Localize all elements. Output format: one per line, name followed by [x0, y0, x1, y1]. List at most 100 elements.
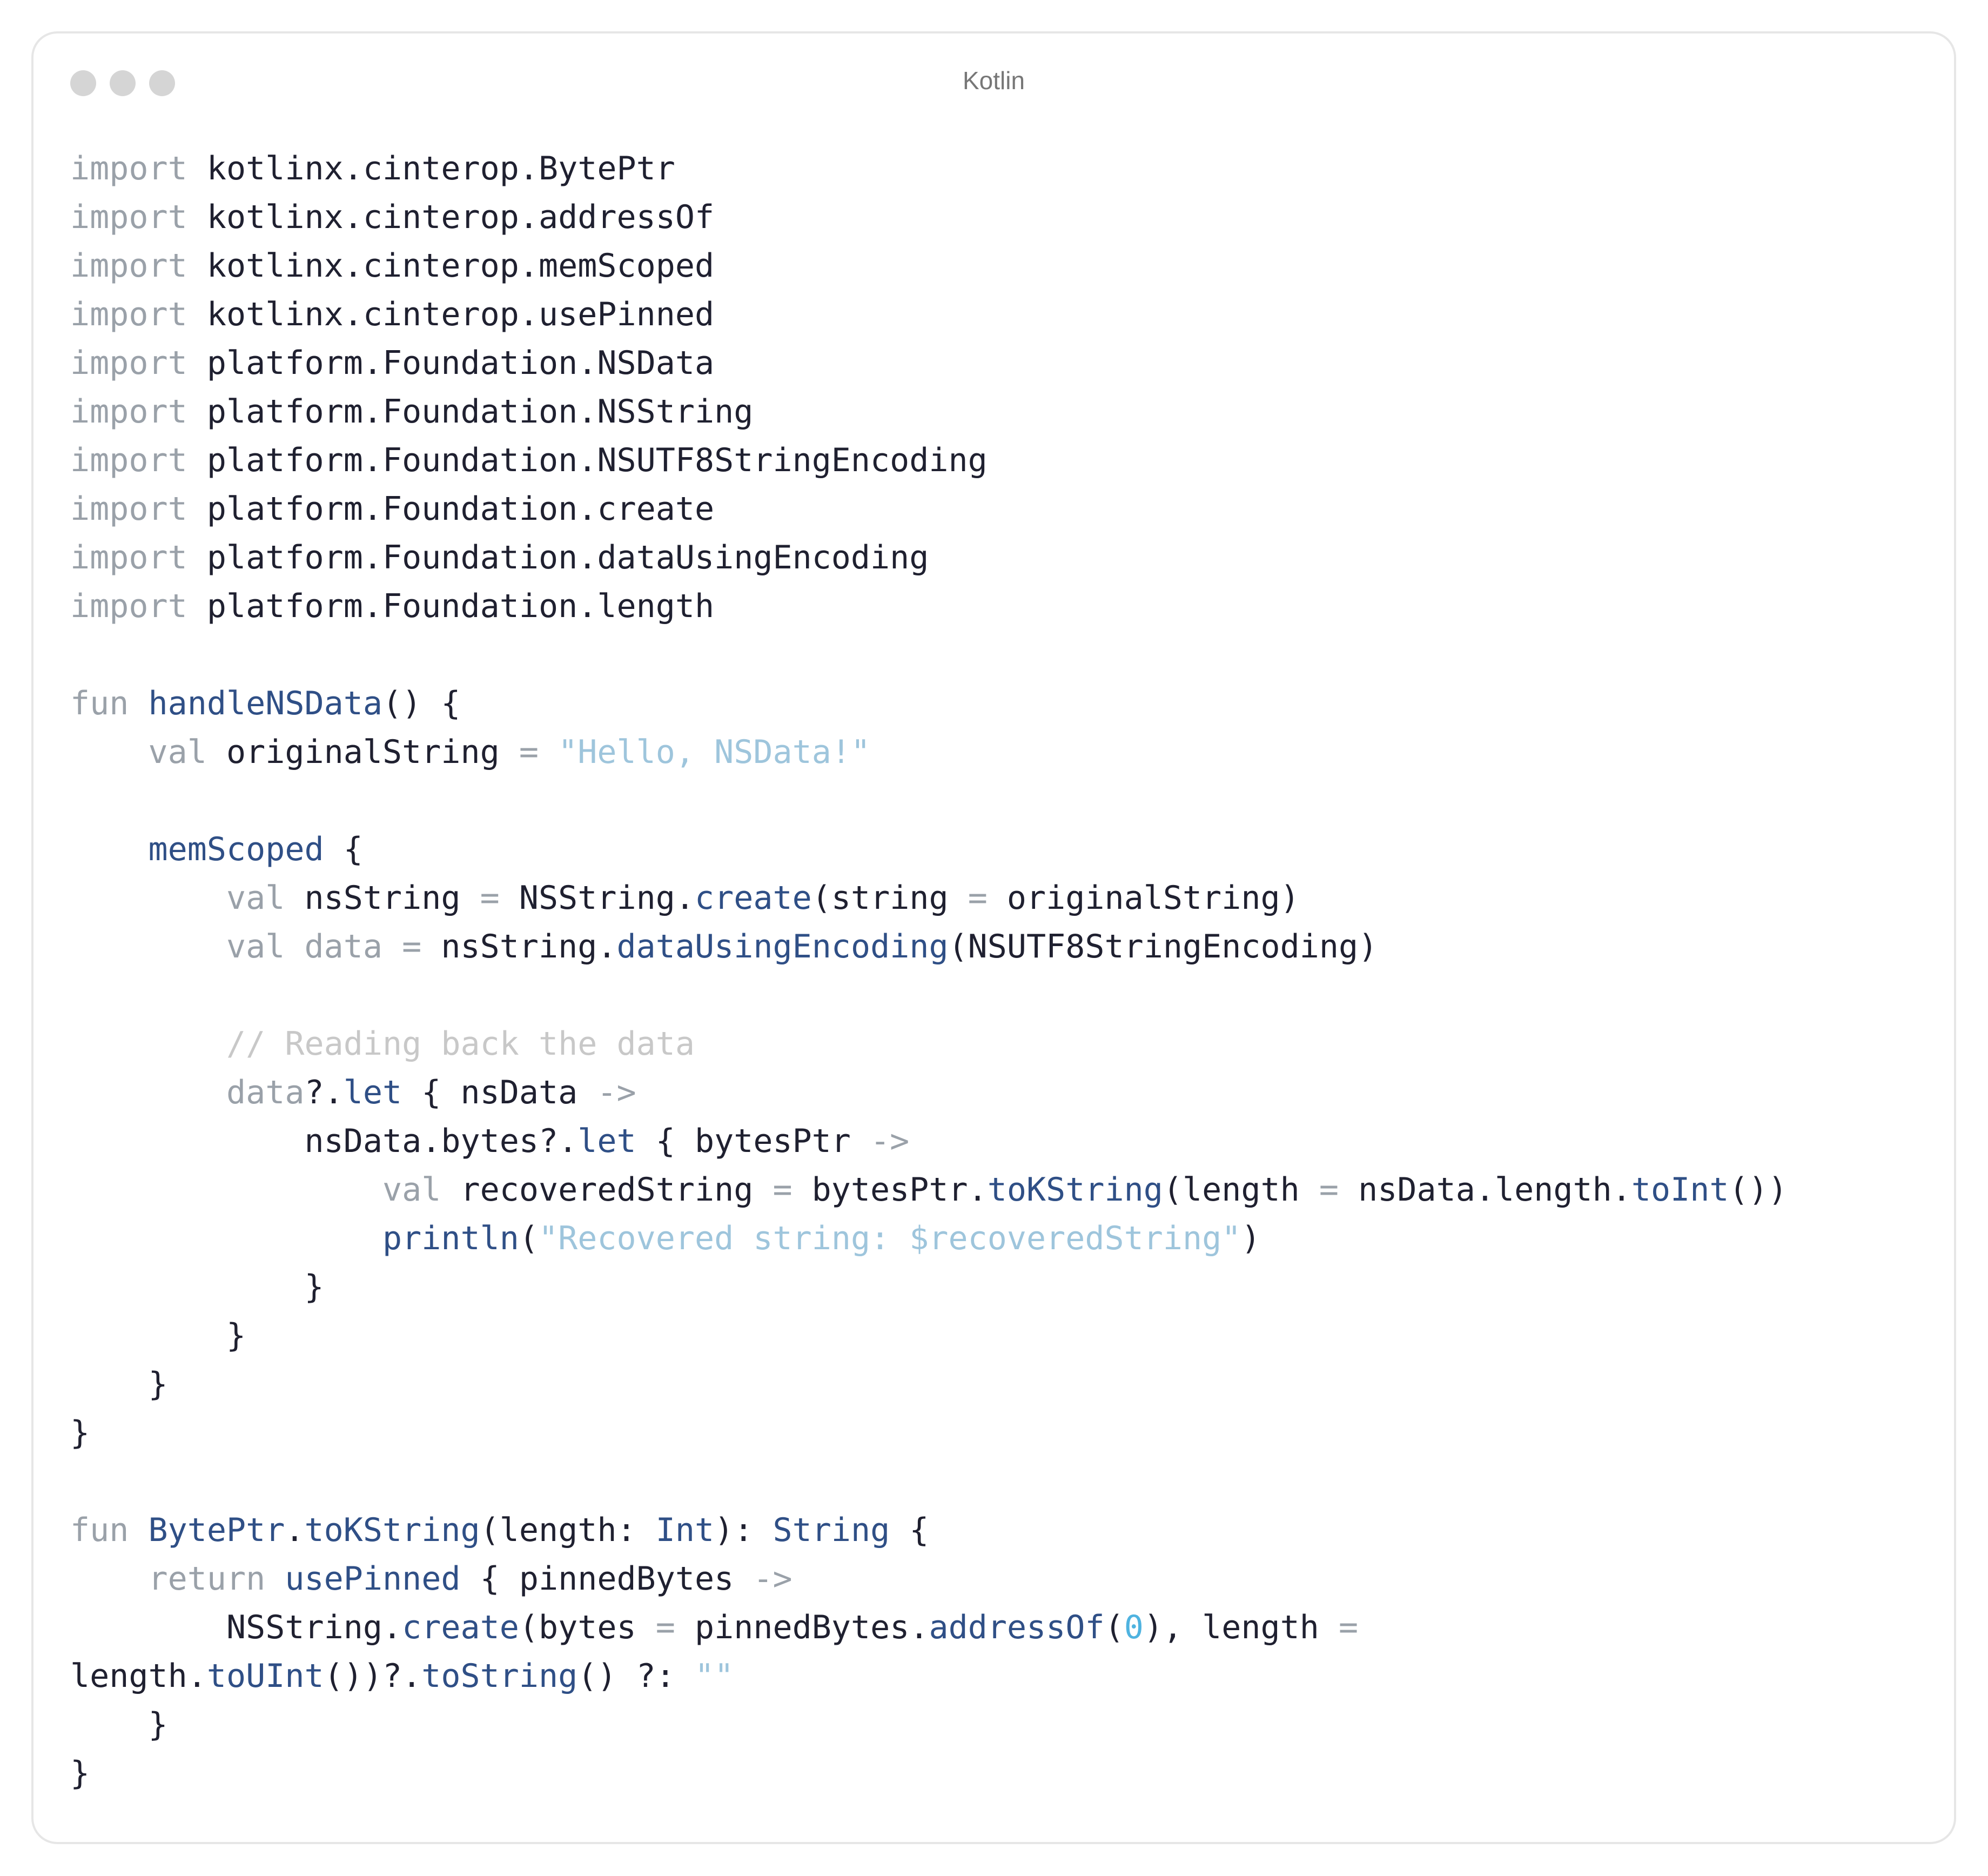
close-dot-icon[interactable] [70, 70, 96, 96]
code-token [265, 1560, 285, 1598]
code-token: import [70, 393, 187, 431]
code-line [70, 631, 1788, 679]
code-token: NSString. [70, 1609, 402, 1646]
code-line: import platform.Foundation.dataUsingEnco… [70, 533, 1788, 582]
code-line [70, 971, 1788, 1020]
code-token: = [1319, 1171, 1339, 1209]
code-line: import kotlinx.cinterop.addressOf [70, 193, 1788, 242]
code-line: val data = nsString.dataUsingEncoding(NS… [70, 922, 1788, 971]
code-token: toKString [987, 1171, 1163, 1209]
zoom-dot-icon[interactable] [149, 70, 175, 96]
code-token: create [402, 1609, 519, 1646]
code-token: platform.Foundation.NSString [187, 393, 754, 431]
code-token [70, 830, 149, 868]
code-line: import platform.Foundation.length [70, 582, 1788, 631]
code-line: } [70, 1263, 1788, 1311]
code-line: import kotlinx.cinterop.BytePtr [70, 144, 1788, 193]
code-token [285, 928, 304, 966]
code-token: import [70, 539, 187, 577]
code-token: (NSUTF8StringEncoding) [948, 928, 1378, 966]
code-token: kotlinx.cinterop.addressOf [187, 198, 715, 236]
code-line: memScoped { [70, 825, 1788, 874]
code-token: } [70, 1268, 324, 1306]
code-line: fun BytePtr.toKString(length: Int): Stri… [70, 1506, 1788, 1555]
code-token: val [226, 879, 285, 917]
window-title: Kotlin [962, 66, 1025, 95]
code-token: ( [519, 1220, 539, 1257]
code-token: originalString) [987, 879, 1300, 917]
code-token [129, 1511, 148, 1549]
code-token: "" [694, 1657, 734, 1695]
code-token: "Hello, NSData!" [558, 733, 871, 771]
code-token: pinnedBytes. [675, 1609, 929, 1646]
code-token: val [382, 1171, 441, 1209]
code-line [70, 776, 1788, 825]
code-token [129, 685, 148, 722]
code-token: val [226, 928, 285, 966]
code-token: let [343, 1074, 402, 1111]
code-token: kotlinx.cinterop.memScoped [187, 247, 715, 285]
code-line: NSString.create(bytes = pinnedBytes.addr… [70, 1603, 1788, 1652]
code-line: nsData.bytes?.let { bytesPtr -> [70, 1117, 1788, 1165]
code-token: import [70, 296, 187, 333]
code-token: = [519, 733, 539, 771]
code-token [70, 1560, 149, 1598]
code-token: import [70, 247, 187, 285]
code-token: addressOf [929, 1609, 1105, 1646]
code-token: import [70, 198, 187, 236]
code-token [539, 733, 558, 771]
code-token [70, 879, 226, 917]
code-token: bytesPtr. [792, 1171, 988, 1209]
code-token: { nsData [402, 1074, 597, 1111]
code-token: import [70, 150, 187, 187]
code-token: = [655, 1609, 675, 1646]
code-token: (bytes [519, 1609, 656, 1646]
code-token: -> [753, 1560, 792, 1598]
code-token: data [226, 1074, 305, 1111]
code-token: data [304, 928, 382, 966]
code-token: -> [870, 1122, 910, 1160]
code-token: NSString. [499, 879, 695, 917]
code-line: data?.let { nsData -> [70, 1068, 1788, 1117]
code-line: } [70, 1360, 1788, 1409]
code-token: (length [1163, 1171, 1319, 1209]
code-token [382, 928, 402, 966]
code-line: // Reading back the data [70, 1020, 1788, 1068]
code-token: kotlinx.cinterop.usePinned [187, 296, 715, 333]
code-token [70, 733, 149, 771]
code-token: ()) [1729, 1171, 1788, 1209]
code-token: "Recovered string: $recoveredString" [538, 1220, 1241, 1257]
code-line: import platform.Foundation.NSData [70, 339, 1788, 387]
code-line: length.toUInt())?.toString() ?: "" [70, 1652, 1788, 1700]
code-token: } [70, 1754, 90, 1792]
code-token [70, 1025, 226, 1063]
code-token: } [70, 1706, 168, 1744]
code-token: = [1339, 1609, 1359, 1646]
code-token: usePinned [285, 1560, 461, 1598]
code-token: { bytesPtr [636, 1122, 871, 1160]
code-line [70, 1457, 1788, 1506]
code-token: (length: [480, 1511, 656, 1549]
code-token: ), length [1143, 1609, 1339, 1646]
code-token: ) [1241, 1220, 1261, 1257]
code-token: ?. [304, 1074, 344, 1111]
code-token: ( [1104, 1609, 1124, 1646]
code-token: () ?: [577, 1657, 695, 1695]
code-token: nsData.length. [1339, 1171, 1631, 1209]
code-token: () { [382, 685, 461, 722]
code-token: create [694, 879, 812, 917]
code-token: val [148, 733, 207, 771]
code-token: platform.Foundation.NSUTF8StringEncoding [187, 441, 988, 479]
code-token: nsData.bytes?. [70, 1122, 578, 1160]
code-token: = [402, 928, 422, 966]
code-token: import [70, 441, 187, 479]
code-token: recoveredString [441, 1171, 773, 1209]
code-token: toUInt [206, 1657, 324, 1695]
minimize-dot-icon[interactable] [110, 70, 136, 96]
code-line: return usePinned { pinnedBytes -> [70, 1555, 1788, 1603]
code-token: let [577, 1122, 636, 1160]
code-token: nsString. [421, 928, 617, 966]
code-token: } [70, 1317, 246, 1355]
code-line: fun handleNSData() { [70, 679, 1788, 728]
